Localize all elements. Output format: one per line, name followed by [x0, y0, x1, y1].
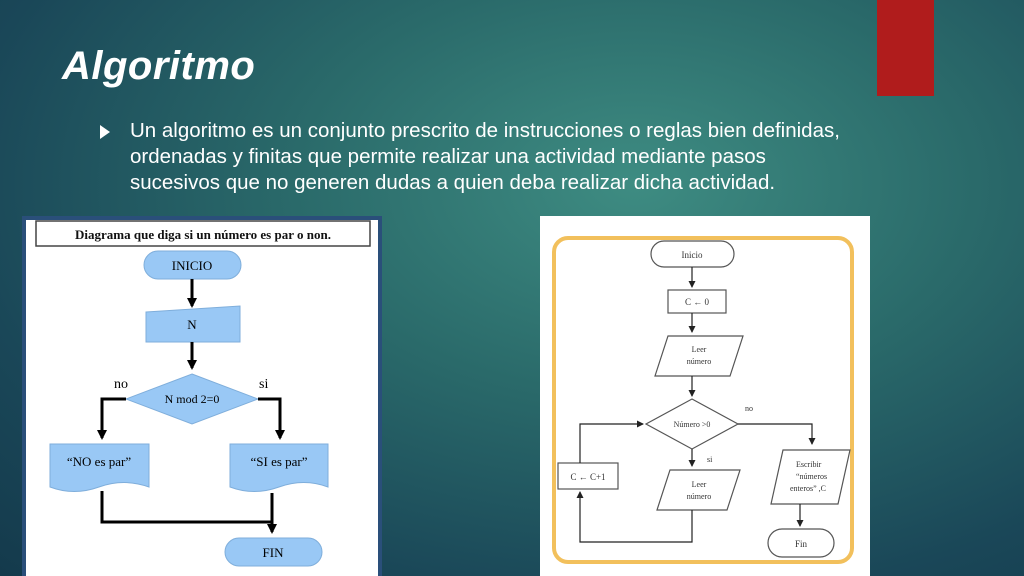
slide-title: Algoritmo	[62, 44, 256, 88]
start-label: INICIO	[172, 258, 212, 273]
end-label: FIN	[263, 545, 285, 560]
end-terminal	[767, 528, 835, 558]
yes-output-shape	[229, 443, 329, 492]
read-input-2	[656, 469, 741, 511]
read1-line1: Leer	[692, 345, 707, 354]
no-branch-arrow	[97, 397, 126, 440]
write-output	[770, 449, 851, 505]
merge-line	[100, 491, 272, 524]
no-branch-arrow	[738, 423, 816, 445]
flowchart-contador: Inicio C ← 0 Leer número Número >0 no si…	[540, 216, 870, 576]
bullet-text: Un algoritmo es un conjunto prescrito de…	[130, 119, 840, 194]
start-label: Inicio	[682, 250, 703, 260]
read2-line1: Leer	[692, 480, 707, 489]
diagram-caption: Diagrama que diga si un número es par o …	[75, 227, 331, 242]
init-label: C ← 0	[685, 297, 710, 307]
yes-output-label: “SI es par”	[250, 454, 307, 469]
read1-line2: número	[687, 357, 711, 366]
yes-branch-label: si	[259, 377, 268, 392]
read-input-1	[654, 335, 744, 377]
end-label: Fin	[795, 539, 808, 549]
no-branch-label: no	[114, 377, 128, 392]
write-line2: “números	[796, 472, 827, 481]
yes-branch-arrow	[258, 397, 285, 440]
triangle-bullet-icon	[100, 125, 110, 139]
end-terminal	[224, 537, 323, 567]
diagram-frame	[552, 236, 854, 564]
write-line3: enteros” ,C	[790, 484, 826, 493]
write-line1: Escribir	[796, 460, 822, 469]
caption-box	[35, 220, 371, 247]
no-output-label: “NO es par”	[67, 454, 131, 469]
accent-bar	[877, 0, 934, 96]
yes-branch-label: si	[707, 455, 713, 464]
decision-label: Número >0	[674, 420, 711, 429]
decision-diamond	[124, 373, 260, 425]
loop-to-decision-arrow	[579, 420, 644, 463]
flowchart-par-non: Diagrama que diga si un número es par o …	[22, 216, 382, 576]
decision-label: N mod 2=0	[165, 392, 220, 406]
no-output-shape	[49, 443, 150, 492]
increment-process	[557, 462, 619, 490]
bullet-item: Un algoritmo es un conjunto prescrito de…	[100, 118, 860, 196]
loop-back-arrow	[576, 491, 693, 543]
read2-line2: número	[687, 492, 711, 501]
input-label: N	[187, 317, 197, 332]
init-process	[667, 289, 727, 314]
no-branch-label: no	[745, 404, 753, 413]
increment-label: C ← C+1	[570, 472, 605, 482]
input-shape	[145, 305, 241, 343]
